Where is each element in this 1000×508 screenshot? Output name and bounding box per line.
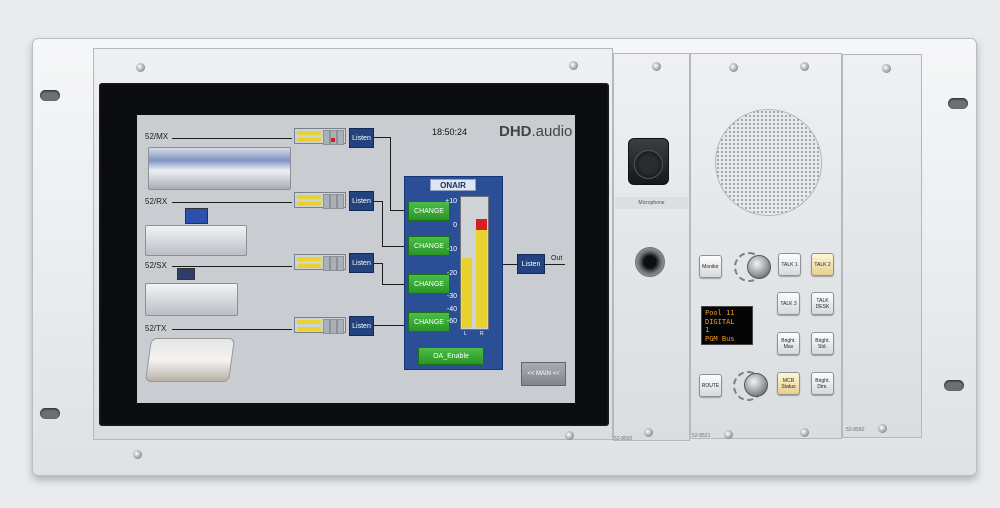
main-button[interactable]: << MAIN << — [521, 362, 566, 386]
talk2-key[interactable]: TALK 2 — [811, 253, 834, 276]
meter-bar-right — [476, 230, 487, 328]
routing-line — [390, 210, 406, 211]
mixer-console-sx-image — [145, 283, 238, 316]
source-label-rx: 52/RX — [145, 197, 168, 206]
connector-line — [172, 138, 292, 139]
blank-panel — [842, 54, 922, 438]
screw — [652, 62, 661, 71]
routing-line — [382, 263, 383, 284]
screw — [800, 428, 809, 437]
rack-ear-hole — [948, 98, 968, 109]
meter-scale-label: 0 — [453, 222, 457, 229]
meter-scale-label: +10 — [445, 198, 457, 205]
source-label-mx: 52/MX — [145, 132, 169, 141]
meter-bar-left — [462, 258, 472, 328]
bright-max-key[interactable]: Bright. Max — [777, 332, 800, 355]
monitor-key[interactable]: Monitor — [699, 255, 722, 278]
rack-ear-hole — [40, 90, 60, 101]
oled-display: Pool 11 DIGITAL 1 PGM Bus — [701, 306, 753, 345]
rack-ear-hole — [944, 380, 964, 391]
monitor-screen-image — [185, 208, 208, 224]
route-select-knob[interactable] — [744, 373, 768, 397]
level-meter — [294, 192, 346, 209]
source-label-tx: 52/TX — [145, 324, 167, 333]
meter-scale-label: -20 — [446, 270, 457, 277]
screw — [565, 431, 574, 440]
listen-button-rx[interactable]: Listen — [349, 191, 374, 211]
monitor-volume-knob[interactable] — [747, 255, 771, 279]
desktop-console-tx-image — [144, 338, 236, 382]
screw — [729, 63, 738, 72]
level-meter — [294, 128, 346, 145]
speaker-grille — [715, 109, 822, 216]
meter-scale-label: -40 — [446, 306, 457, 313]
module-model-label: 52-8560 — [846, 427, 865, 433]
talk1-key[interactable]: TALK 1 — [778, 253, 801, 276]
route-key[interactable]: ROUTE — [699, 374, 722, 397]
routing-line — [374, 137, 390, 138]
xlr-socket-icon — [634, 150, 663, 179]
headphone-jack[interactable] — [635, 247, 665, 277]
screw — [878, 424, 887, 433]
connector-line — [172, 266, 292, 267]
meter-scale-label: -30 — [446, 293, 457, 300]
listen-button-out[interactable]: Listen — [517, 254, 545, 274]
display-line: 1 — [705, 326, 710, 334]
clock-time: 18:50:24 — [432, 127, 468, 137]
display-line: DIGITAL — [705, 317, 735, 326]
screw — [800, 62, 809, 71]
screw — [569, 61, 578, 70]
module-model-label: 52-8521 — [692, 433, 711, 439]
routing-line — [374, 325, 406, 326]
mixer-console-mx-image — [148, 147, 291, 190]
connector-line — [172, 202, 292, 203]
talk3-key[interactable]: TALK 3 — [777, 292, 800, 315]
display-line: PGM Bus — [705, 334, 735, 343]
meter-peak-red — [476, 219, 487, 230]
change-button-3[interactable]: CHANGE — [408, 274, 450, 294]
mcr-status-key[interactable]: MCR Status — [777, 372, 800, 395]
connector-line — [172, 329, 292, 330]
display-line: Pool 11 — [705, 309, 735, 317]
bright-dim-key[interactable]: Bright. Dim. — [811, 372, 834, 395]
bright-std-key[interactable]: Bright. Std. — [811, 332, 834, 355]
screw — [644, 428, 653, 437]
meter-scale-label: -60 — [446, 318, 457, 325]
routing-line — [374, 263, 382, 264]
brand-logo: DHD.audio — [499, 123, 573, 140]
routing-line — [382, 284, 406, 285]
monitor-screen-image — [177, 268, 195, 280]
screw — [882, 64, 891, 73]
microphone-label: Microphone — [615, 197, 688, 209]
change-button-4[interactable]: CHANGE — [408, 312, 450, 332]
listen-button-mx[interactable]: Listen — [349, 128, 374, 148]
meter-channel-r: R — [480, 331, 484, 337]
oa-enable-button[interactable]: OA_Enable — [418, 347, 484, 365]
routing-line — [374, 201, 382, 202]
listen-button-tx[interactable]: Listen — [349, 316, 374, 336]
routing-line — [382, 246, 406, 247]
change-button-1[interactable]: CHANGE — [408, 201, 450, 221]
mixer-console-rx-image — [145, 225, 247, 256]
level-meter — [294, 254, 346, 271]
onair-title: ONAIR — [430, 179, 476, 191]
routing-line — [390, 137, 391, 210]
talk-desk-key[interactable]: TALK DESK — [811, 292, 834, 315]
routing-line — [503, 264, 517, 265]
source-label-sx: 52/SX — [145, 261, 167, 270]
routing-line — [545, 264, 565, 265]
module-model-label: 52-8592 — [614, 436, 633, 442]
out-label: Out — [551, 255, 563, 262]
screw — [136, 63, 145, 72]
level-meter — [294, 317, 346, 334]
listen-button-sx[interactable]: Listen — [349, 253, 374, 273]
meter-channel-l: L — [464, 331, 467, 337]
meter-scale-label: -10 — [446, 246, 457, 253]
screw — [133, 450, 142, 459]
change-button-2[interactable]: CHANGE — [408, 236, 450, 256]
rack-ear-hole — [40, 408, 60, 419]
screw — [724, 430, 733, 439]
routing-line — [382, 201, 383, 246]
